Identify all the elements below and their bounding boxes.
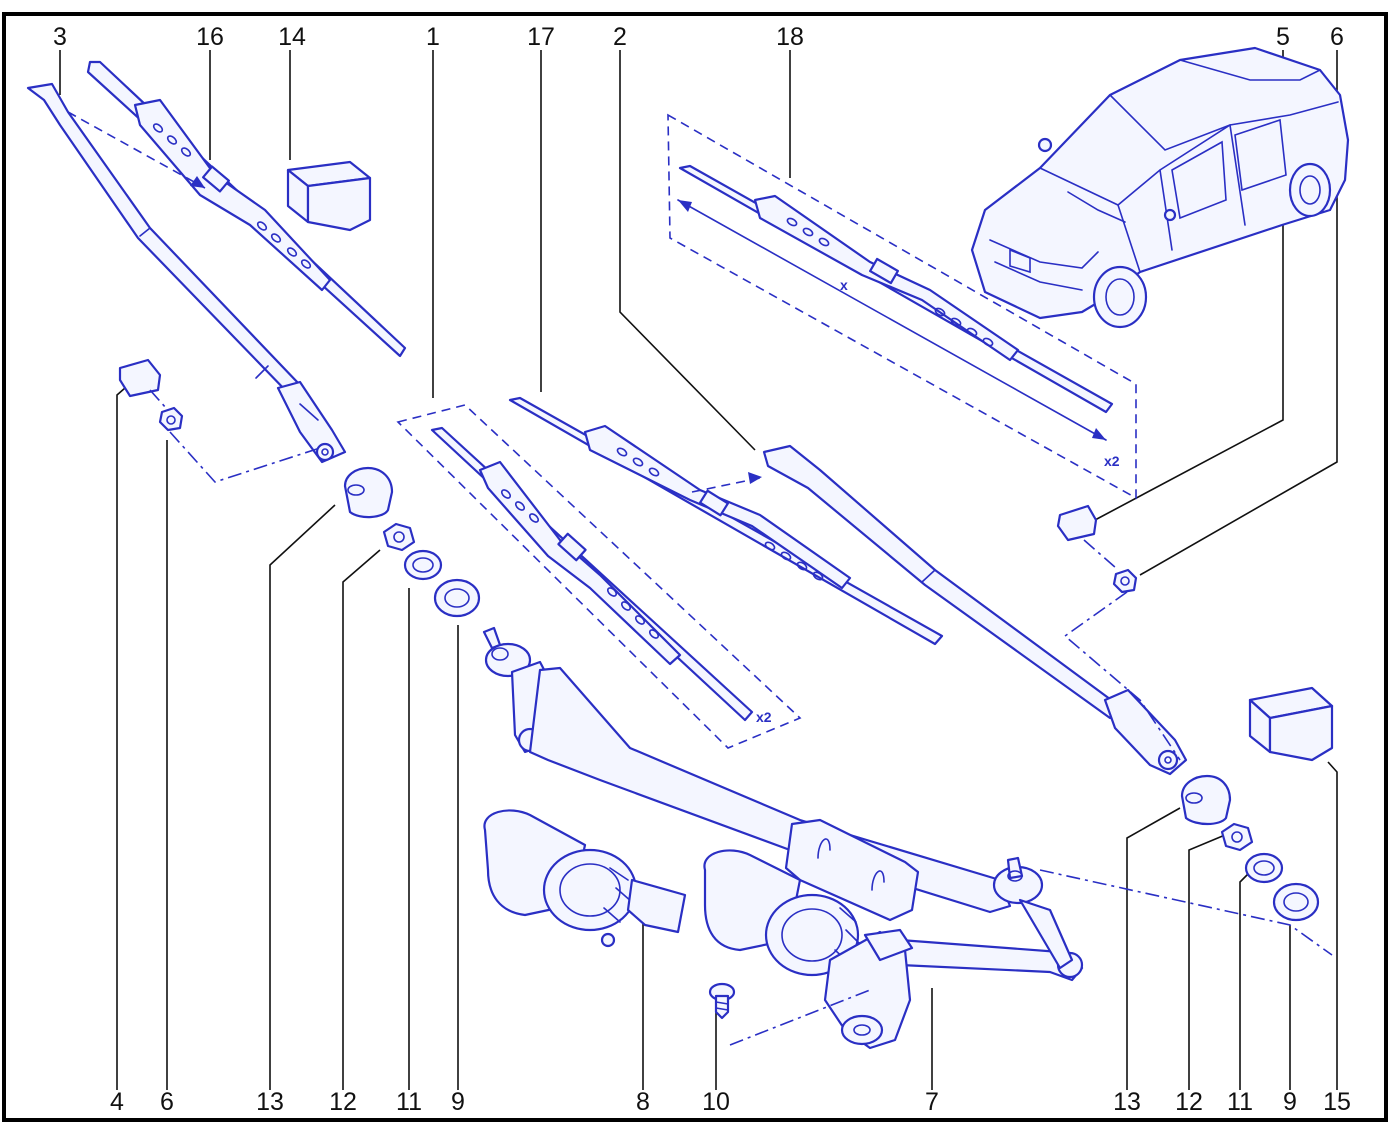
blade-center-outline: [396, 404, 802, 749]
nut-12-right: [1220, 822, 1254, 852]
callout-6-bottom: 6: [160, 1088, 174, 1116]
washer-11-left: [403, 549, 443, 581]
cap-left: [118, 358, 162, 398]
callout-9-left: 9: [451, 1088, 465, 1116]
callout-10: 10: [702, 1088, 730, 1116]
callout-3: 3: [53, 23, 67, 51]
callout-13-left: 13: [256, 1088, 284, 1116]
spindle-cover-right: [1180, 774, 1232, 826]
wiper-linkage: [482, 626, 1084, 1050]
callout-8: 8: [636, 1088, 650, 1116]
callout-16: 16: [196, 23, 224, 51]
callout-7: 7: [925, 1088, 939, 1116]
wiper-blade-18: [677, 164, 1114, 441]
diagram-frame: [2, 12, 1388, 1122]
guide-cap-left: [149, 389, 321, 483]
callout-11-left: 11: [396, 1088, 422, 1116]
nut-left: [158, 406, 184, 432]
nut-right: [1112, 568, 1138, 594]
washer-11-right: [1244, 852, 1284, 884]
guide-cap-right: [1083, 539, 1117, 569]
wiper-blade-17: [508, 396, 944, 646]
bolt: [708, 982, 736, 1020]
callout-2: 2: [613, 23, 627, 51]
guide-arrowhead-17: [748, 472, 762, 484]
spindle-cover-left: [343, 466, 394, 519]
callout-11-right: 11: [1227, 1088, 1253, 1116]
callout-12-left: 12: [329, 1088, 357, 1116]
block-right: [1248, 686, 1334, 762]
callout-12-right: 12: [1175, 1088, 1203, 1116]
guide-right-arm: [1063, 591, 1181, 761]
wiper-arm-right: [762, 444, 1188, 776]
guide-right-spindle: [1039, 869, 1333, 956]
nut-12-left: [382, 522, 416, 552]
guide-arrow-17: [691, 477, 761, 493]
callout-5: 5: [1276, 23, 1290, 51]
wiper-blade-center: [430, 426, 754, 722]
callout-15: 15: [1323, 1088, 1351, 1116]
wiper-blade-left: [86, 60, 407, 358]
leader-lines: [59, 50, 1338, 1090]
callouts-bottom: 4 6 13 12 11 9 8 10 7 13 12 11 9 15: [110, 1088, 1351, 1116]
guide-arrow-left: [67, 111, 206, 189]
callout-14: 14: [278, 23, 306, 51]
wiper-arm-left: [26, 82, 347, 464]
qty-blade-center: x2: [756, 709, 772, 725]
bush-9-right: [1272, 882, 1320, 922]
cap-right: [1056, 504, 1098, 542]
guide-bolt: [729, 989, 871, 1046]
callout-1: 1: [426, 23, 440, 51]
block-left: [286, 160, 372, 232]
guide-arrowhead-left: [190, 176, 205, 188]
callout-13-right: 13: [1113, 1088, 1141, 1116]
callout-18: 18: [776, 23, 804, 51]
callouts-top: 3 16 14 1 17 2 18 5 6: [53, 23, 1344, 51]
bush-9-left: [433, 578, 481, 618]
qty-blade-right: x2: [1104, 453, 1120, 469]
callout-6-top: 6: [1330, 23, 1344, 51]
wiper-motor: [483, 809, 687, 948]
callout-9-right: 9: [1283, 1088, 1297, 1116]
callout-17: 17: [527, 23, 555, 51]
blade-18-outline: [667, 113, 1137, 500]
callout-4: 4: [110, 1088, 124, 1116]
car-illustration: [970, 46, 1350, 329]
blade-length-mark: x: [840, 277, 848, 293]
